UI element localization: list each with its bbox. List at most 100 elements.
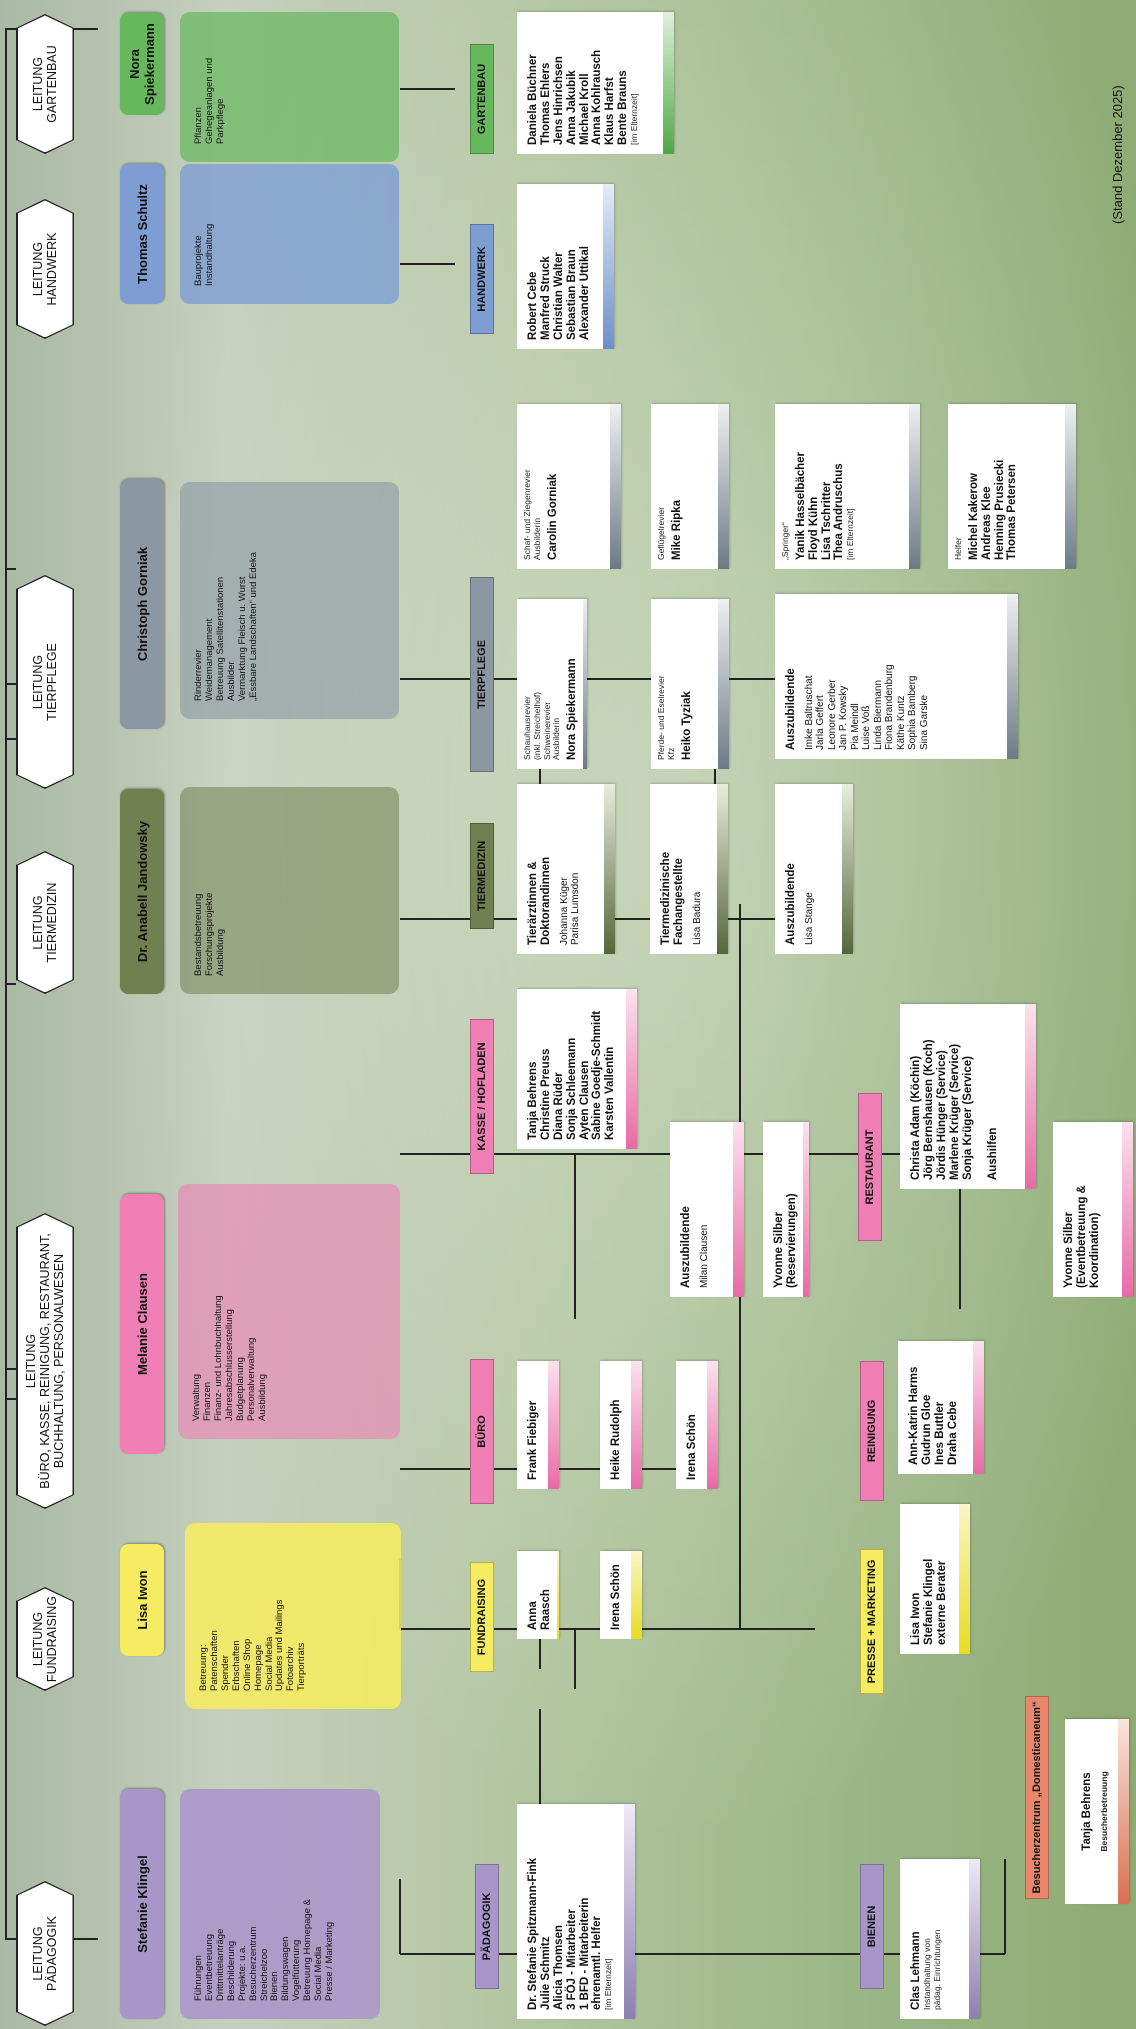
card-kasse-silber: Yvonne Silber (Reservierungen): [763, 1122, 809, 1297]
dept-tiermedizin: TIERMEDIZIN: [470, 823, 494, 929]
desc-tiermedizin: Bestandsbetreuung Forschungsprojekte Aus…: [180, 787, 399, 994]
card-names: Nora Spiekermann: [566, 658, 579, 760]
card-color-strip: [624, 1804, 635, 2019]
card-title: Tierärztinnen & Doktorandinnen: [527, 856, 552, 945]
card-names: Robert Cebe Manfred Struck Christian Wal…: [527, 246, 591, 340]
card-names: Dr. Stefanie Spitzmann-Fink Julie Schmit…: [527, 1857, 604, 2010]
dept-handwerk: HANDWERK: [470, 224, 494, 334]
card-names: Michel Kakerow Andreas Klee Henning Prus…: [967, 459, 1019, 560]
head-buero: Melanie Clausen: [120, 1194, 164, 1454]
card-tp-springer: „Springer“ Yanik Hasselbächer Floyd Kühn…: [775, 404, 920, 569]
card-names: Ann-Katrin Harms Gudrun Gloe Ines Buttle…: [908, 1366, 959, 1465]
stand-date: (Stand Dezember 2025): [1110, 85, 1125, 224]
dept-gartenbau: GARTENBAU: [470, 44, 494, 154]
card-note: [im Elternzeit]: [845, 508, 856, 561]
card-bienen-team: Clas Lehmann Instandhaltung von pädag. E…: [900, 1859, 980, 2019]
card-names: Yvonne Silber (Eventbetreuung & Koordina…: [1063, 1185, 1101, 1288]
card-kasse-azubi: Auszubildende Milan Clausen: [670, 1122, 744, 1297]
card-besucher-team: Tanja Behrens Besucherbetreuung: [1065, 1719, 1129, 1904]
card-title: Auszubildende: [680, 1206, 692, 1288]
head-paedagogik: Stefanie Klingel: [120, 1789, 164, 2019]
dept-buero: BÜRO: [470, 1359, 494, 1504]
leitung-tiermedizin-label: LEITUNG TIERMEDIZIN: [18, 853, 73, 993]
card-names: Yanik Hasselbächer Floyd Kühn Lisa Tschr…: [794, 451, 846, 560]
card-color-strip: [663, 12, 674, 154]
card-title: Auszubildende: [785, 863, 797, 945]
desc-paedagogik: Führungen Eventbetreuung Drittmittelantr…: [180, 1789, 380, 2019]
card-color-strip: [548, 1361, 559, 1489]
card-restaurant-silber: Yvonne Silber (Eventbetreuung & Koordina…: [1053, 1122, 1133, 1297]
leitung-tiermedizin-box: LEITUNG TIERMEDIZIN: [16, 851, 74, 994]
card-color-strip: [718, 599, 729, 769]
card-color-strip: [909, 404, 920, 569]
card-restaurant-team: Christa Adam (Köchin) Jörg Bernshausen (…: [900, 1004, 1036, 1189]
card-role: „Springer“: [780, 522, 790, 560]
card-buero-3: Irena Schön: [676, 1361, 718, 1489]
card-color-strip: [973, 1341, 984, 1474]
card-color-strip: [707, 1361, 718, 1489]
leitung-fundraising-label: LEITUNG FUNDRAISING: [18, 1589, 73, 1690]
head-gartenbau: Nora Spiekermann: [120, 13, 164, 115]
card-color-strip: [610, 404, 621, 569]
card-color-strip: [969, 1859, 980, 2019]
card-tiermedizin-2: Tiermedizinische Fachangestellte Lisa Ba…: [650, 784, 728, 954]
card-color-strip: [1025, 1004, 1036, 1189]
card-gartenbau-team: Daniela Büchner Thomas Ehlers Jens Hinri…: [517, 12, 674, 154]
leitung-gartenbau-label: LEITUNG GARTENBAU: [18, 16, 73, 153]
card-names: Lisa Badura: [691, 891, 703, 945]
card-color-strip: [959, 1504, 970, 1654]
card-buero-2: Heike Rudolph: [600, 1361, 642, 1489]
desc-buero: Verwaltung Finanzen Finanz- und Lohnbuch…: [178, 1184, 400, 1439]
card-note: [im Elternzeit]: [603, 1958, 614, 2011]
card-fundraising-1: Anna Raasch: [517, 1551, 559, 1639]
card-names: Irena Schön: [686, 1414, 698, 1480]
dept-kasse: KASSE / HOFLADEN: [470, 1019, 494, 1174]
card-role: Schaf- und Ziegenrevier Ausbilderin: [522, 469, 542, 560]
card-role: Helfer: [953, 537, 963, 560]
card-color-strip: [626, 989, 637, 1149]
card-presse-team: Lisa Iwon Stefanie Klingel externe Berat…: [900, 1504, 970, 1654]
card-names: Milan Clausen: [698, 1224, 710, 1288]
leitung-tierpflege-label: LEITUNG TIERPFLEGE: [18, 577, 73, 788]
leitung-fundraising-box: LEITUNG FUNDRAISING: [16, 1587, 74, 1691]
leitung-buero-box: LEITUNG BÜRO, KASSE, REINIGUNG, RESTAURA…: [16, 1213, 74, 1509]
card-color-strip: [717, 784, 728, 954]
card-color-strip: [1122, 1122, 1133, 1297]
card-note: [im Elternzeit]: [629, 93, 639, 146]
card-tiermedizin-3: Auszubildende Lisa Stange: [775, 784, 853, 954]
desc-handwerk: Bauprojekte Instandhaltung: [180, 164, 399, 304]
desc-fundraising: Betreuung: Patenschaften Spender Erbscha…: [185, 1523, 401, 1709]
card-names: Frank Fiebiger: [527, 1400, 539, 1480]
card-reinigung-team: Ann-Katrin Harms Gudrun Gloe Ines Buttle…: [898, 1341, 984, 1474]
card-tiermedizin-1: Tierärztinnen & Doktorandinnen Johanna K…: [517, 784, 615, 954]
card-names: Tanja Behrens: [1081, 1772, 1093, 1851]
card-role: Pferde- und Eselrevier Kfz: [656, 675, 676, 760]
card-tp-schau: Schauhausrevier (inkl. Streichelhof) Sch…: [517, 599, 587, 769]
card-names: Johanna Küger Parisa Lumsdon: [558, 872, 582, 945]
card-names: Imke Baltruschat Jarla Geffert Leonore G…: [803, 664, 930, 750]
dept-tierpflege: TIERPFLEGE: [470, 577, 494, 772]
dept-paedagogik: PÄDAGOGIK: [475, 1864, 499, 1989]
card-tp-schaf: Schaf- und Ziegenrevier Ausbilderin Caro…: [517, 404, 621, 569]
card-color-strip: [718, 404, 729, 569]
card-role: Besucherbetreuung: [1098, 1771, 1109, 1852]
card-names: Christa Adam (Köchin) Jörg Bernshausen (…: [910, 1039, 1000, 1180]
card-names: Daniela Büchner Thomas Ehlers Jens Hinri…: [527, 49, 630, 145]
card-color-strip: [631, 1551, 642, 1639]
card-names: Irena Schön: [610, 1564, 622, 1630]
card-color-strip: [631, 1361, 642, 1489]
head-tierpflege: Christoph Gorniak: [120, 479, 164, 729]
dept-restaurant: RESTAURANT: [858, 1093, 882, 1241]
card-color-strip: [604, 784, 615, 954]
desc-gartenbau: Pflanzen Gehegeanlagen und Parkpflege: [180, 12, 399, 162]
card-buero-1: Frank Fiebiger: [517, 1361, 559, 1489]
card-title: Auszubildende: [785, 668, 797, 750]
leitung-gartenbau-box: LEITUNG GARTENBAU: [16, 14, 74, 154]
card-names: Lisa Stange: [803, 892, 815, 945]
leitung-handwerk-box: LEITUNG HANDWERK: [16, 199, 74, 339]
card-names: Yvonne Silber (Reservierungen): [773, 1193, 798, 1288]
card-color-strip: [582, 599, 587, 769]
card-color-strip: [733, 1122, 744, 1297]
